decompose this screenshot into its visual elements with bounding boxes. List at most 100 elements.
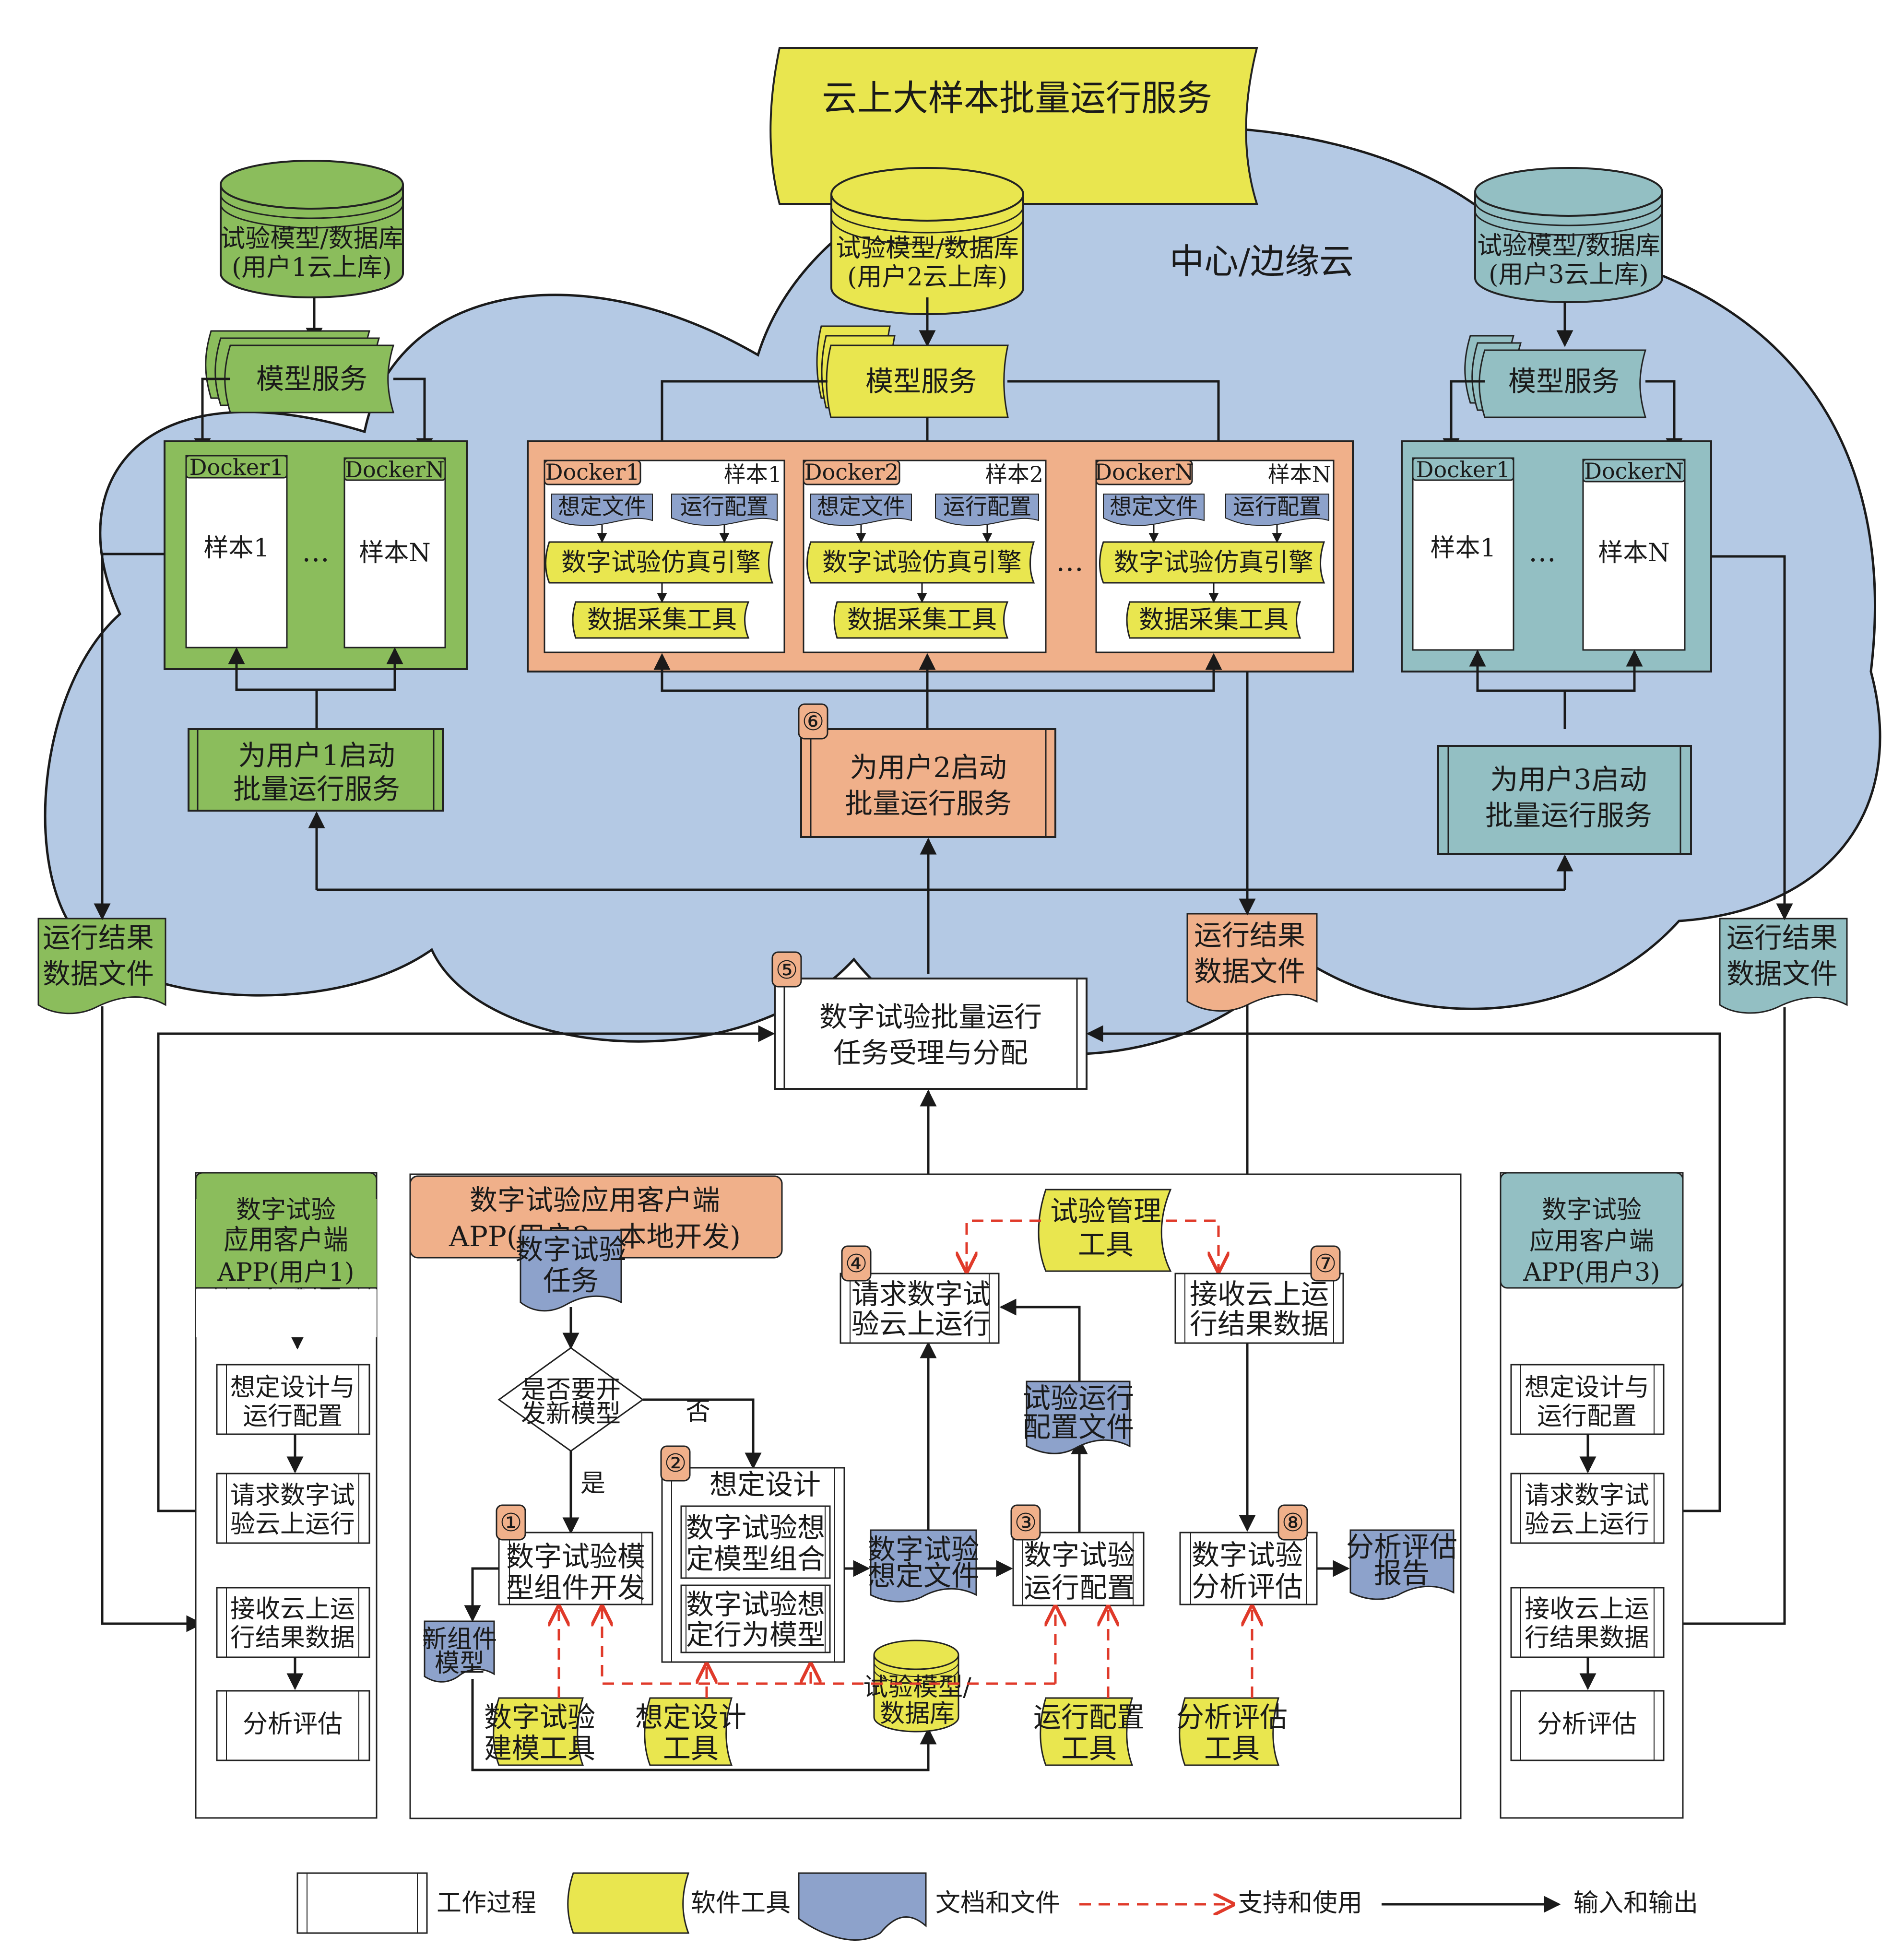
decision-yes-label: 是 (580, 1469, 605, 1498)
svg-text:报告: 报告 (1374, 1557, 1430, 1590)
svg-text:支持和使用: 支持和使用 (1238, 1889, 1362, 1918)
user2-database: 试验模型/数据库 (用户2云上库) (830, 167, 1024, 315)
svg-text:数字试验: 数字试验 (236, 1196, 336, 1225)
svg-text:DockerN: DockerN (1094, 459, 1194, 485)
svg-text:批量运行服务: 批量运行服务 (233, 773, 400, 805)
svg-text:数字试验想: 数字试验想 (686, 1511, 825, 1544)
svg-text:数字试验: 数字试验 (1192, 1539, 1303, 1571)
svg-text:接收云上运: 接收云上运 (230, 1595, 355, 1624)
svg-text:样本2: 样本2 (985, 461, 1043, 487)
step-7-badge (1310, 1245, 1341, 1282)
local-model-database: 试验模型/ 数据库 (863, 1640, 971, 1733)
dispatch-process: ⑤ 数字试验批量运行 任务受理与分配 (771, 951, 1088, 1090)
user2-cloud-group: 试验模型/数据库 (用户2云上库) 模型服务 Docker1 样本1 想定文件 … (527, 167, 1354, 838)
user3-ellipsis: … (1528, 535, 1556, 568)
user3-cloud-group: 试验模型/数据库 (用户3云上库) 模型服务 Docker1 样本1 … Doc… (1401, 167, 1712, 855)
svg-text:运行配置: 运行配置 (243, 1402, 343, 1431)
svg-text:数据文件: 数据文件 (1727, 957, 1838, 990)
step-1-component-development: ① 数字试验模 型组件开发 (496, 1504, 653, 1605)
svg-text:想定设计: 想定设计 (710, 1468, 821, 1501)
svg-text:数字试验模: 数字试验模 (506, 1540, 645, 1573)
svg-text:验云上运行: 验云上运行 (851, 1308, 991, 1340)
legend-support: 支持和使用 (1079, 1889, 1362, 1918)
svg-text:新组件: 新组件 (422, 1625, 497, 1654)
client3-step-receive-results: 接收云上运 行结果数据 (1510, 1587, 1665, 1658)
svg-text:⑥: ⑥ (802, 708, 825, 736)
svg-text:数字试验: 数字试验 (1542, 1196, 1642, 1225)
step-3-run-configuration: ③ 数字试验 运行配置 (1010, 1504, 1145, 1606)
svg-text:想定文件: 想定文件 (868, 1559, 979, 1592)
client3-step-analysis: 分析评估 (1510, 1690, 1665, 1761)
user3-model-service: 模型服务 (1464, 335, 1647, 418)
svg-text:运行配置: 运行配置 (1233, 494, 1321, 519)
tool-scenario-design: 想定设计 工具 (635, 1697, 746, 1766)
user3-database: 试验模型/数据库 (用户3云上库) (1474, 167, 1663, 303)
svg-text:分析评估: 分析评估 (243, 1710, 343, 1739)
svg-text:样本1: 样本1 (724, 461, 782, 487)
svg-text:验云上运行: 验云上运行 (230, 1510, 355, 1539)
svg-text:样本N: 样本N (1598, 539, 1670, 567)
user2-docker-arrows (597, 525, 1282, 603)
run-config-document: 试验运行 配置文件 (1023, 1380, 1134, 1454)
svg-text:Docker2: Docker2 (804, 459, 899, 485)
analysis-report-document: 分析评估 报告 (1346, 1529, 1457, 1600)
svg-text:请求数字试: 请求数字试 (230, 1481, 355, 1510)
svg-text:数字试验: 数字试验 (515, 1233, 627, 1266)
svg-text:行结果数据: 行结果数据 (1190, 1308, 1329, 1340)
svg-text:运行结果: 运行结果 (1727, 921, 1838, 954)
svg-text:试验运行: 试验运行 (1023, 1382, 1134, 1415)
svg-text:试验模型/数据库: 试验模型/数据库 (1477, 232, 1660, 260)
svg-text:Docker1: Docker1 (189, 454, 284, 480)
user1-database: 试验模型/数据库 (用户1云上库) (220, 160, 404, 298)
user3-result-file: 运行结果 数据文件 (1719, 918, 1848, 1014)
step-2-badge (660, 1445, 691, 1482)
decision-no-label: 否 (686, 1397, 710, 1426)
svg-text:样本N: 样本N (1268, 461, 1331, 487)
svg-text:数据采集工具: 数据采集工具 (587, 606, 737, 635)
user2-docker-2: Docker2 样本2 想定文件 运行配置 数字试验仿真引擎 数据采集工具 (803, 459, 1047, 653)
svg-text:Docker1: Docker1 (545, 459, 640, 485)
svg-text:任务受理与分配: 任务受理与分配 (833, 1037, 1028, 1069)
svg-text:数据文件: 数据文件 (43, 957, 154, 990)
user1-docker-n: DockerN 样本N (343, 457, 446, 649)
svg-text:DockerN: DockerN (1584, 458, 1684, 484)
svg-text:试验模型/: 试验模型/ (863, 1673, 971, 1702)
user3-docker-1: Docker1 样本1 (1412, 457, 1514, 651)
test-management-tool: 试验管理 工具 (1038, 1189, 1172, 1272)
svg-text:型组件开发: 型组件开发 (506, 1571, 645, 1604)
svg-text:是否要开: 是否要开 (521, 1376, 621, 1404)
svg-text:运行配置: 运行配置 (1024, 1571, 1135, 1604)
user2-result-file: 运行结果 数据文件 (1186, 913, 1318, 1012)
svg-text:数字试验: 数字试验 (1024, 1539, 1135, 1571)
svg-text:行结果数据: 行结果数据 (1525, 1624, 1649, 1652)
svg-text:配置文件: 配置文件 (1023, 1411, 1134, 1443)
svg-text:运行配置: 运行配置 (680, 494, 769, 519)
svg-text:想定文件: 想定文件 (558, 494, 646, 519)
svg-text:批量运行服务: 批量运行服务 (1485, 799, 1652, 832)
user1-result-file: 运行结果 数据文件 (37, 918, 166, 1014)
cloud-label: 中心/边缘云 (1170, 241, 1354, 282)
svg-text:运行配置: 运行配置 (1537, 1402, 1637, 1431)
legend: 工作过程 软件工具 文档和文件 支持和使用 输入和输出 (296, 1872, 1698, 1941)
svg-text:想定设计: 想定设计 (635, 1701, 746, 1734)
user2-docker-n: DockerN 样本N 想定文件 运行配置 数字试验仿真引擎 数据采集工具 (1094, 459, 1335, 653)
step-8-badge (1277, 1504, 1308, 1541)
svg-text:样本1: 样本1 (203, 534, 269, 563)
svg-text:试验模型/数据库: 试验模型/数据库 (836, 234, 1019, 263)
svg-text:数字试验批量运行: 数字试验批量运行 (819, 1001, 1042, 1033)
user3-start-service: 为用户3启动 批量运行服务 (1437, 745, 1692, 855)
svg-text:数字试验仿真引擎: 数字试验仿真引擎 (561, 548, 761, 577)
svg-text:请求数字试: 请求数字试 (851, 1278, 991, 1310)
svg-text:为用户2启动: 为用户2启动 (850, 751, 1007, 784)
step-1-badge (496, 1504, 526, 1541)
svg-text:试验管理: 试验管理 (1050, 1195, 1161, 1227)
step-5-badge (771, 951, 802, 988)
svg-text:工具: 工具 (1204, 1732, 1260, 1765)
svg-text:定模型组合: 定模型组合 (686, 1543, 825, 1575)
user2-start-service: ⑥ 为用户2启动 批量运行服务 (798, 703, 1056, 838)
user1-docker-1: Docker1 样本1 (185, 454, 288, 649)
svg-text:分析评估: 分析评估 (1192, 1570, 1303, 1603)
svg-text:④: ④ (845, 1250, 868, 1278)
svg-text:数字试验仿真引擎: 数字试验仿真引擎 (822, 548, 1022, 577)
